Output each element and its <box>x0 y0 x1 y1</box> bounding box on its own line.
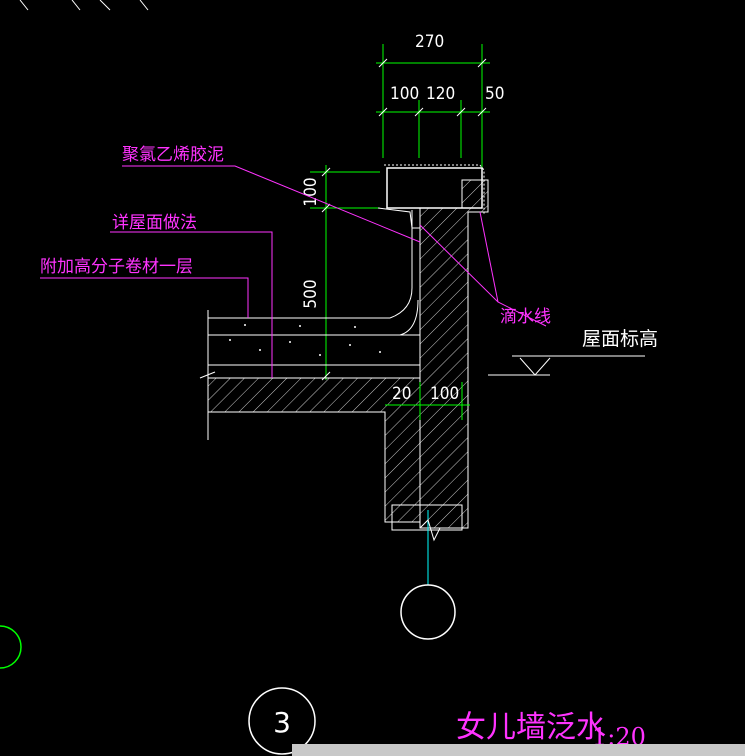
label-membrane: 附加高分子卷材一层 <box>40 257 193 277</box>
dim-seg-b: 120 <box>426 84 455 104</box>
wall-base <box>391 504 463 531</box>
dim-seg-c: 50 <box>485 84 504 104</box>
corner-stroke-lines <box>19 0 149 11</box>
bottom-toolbar[interactable] <box>292 744 745 756</box>
dim-total-width: 270 <box>415 32 444 52</box>
roof-slab <box>207 377 421 523</box>
axis-circle <box>400 584 456 640</box>
label-roof-method: 详屋面做法 <box>112 213 197 233</box>
detail-number: 3 <box>273 706 291 739</box>
drip-edge <box>377 207 421 229</box>
inner-dimension-lines <box>385 382 470 420</box>
dim-height-main: 500 <box>301 279 321 308</box>
leader-lines <box>40 165 547 378</box>
parapet-wall <box>384 164 489 529</box>
roof-elevation-label: 屋面标高 <box>582 328 658 350</box>
dim-height-top: 100 <box>301 177 321 206</box>
dim-wall-width: 100 <box>430 384 459 404</box>
label-drip-line: 滴水线 <box>500 307 551 327</box>
screed-dots <box>229 324 381 356</box>
detail-title: 女儿墙泛水 <box>456 710 606 745</box>
label-sealant: 聚氯乙烯胶泥 <box>122 145 224 165</box>
roof-elevation-marker <box>488 355 645 376</box>
roof-layers <box>199 210 420 440</box>
detail-number-circle <box>248 687 316 755</box>
dim-gap-small: 20 <box>392 384 411 404</box>
left-partial-circle <box>0 625 22 669</box>
top-dimension-lines <box>376 44 490 168</box>
break-line <box>419 519 468 542</box>
vertical-dimension-lines <box>310 165 380 381</box>
dim-seg-a: 100 <box>390 84 419 104</box>
